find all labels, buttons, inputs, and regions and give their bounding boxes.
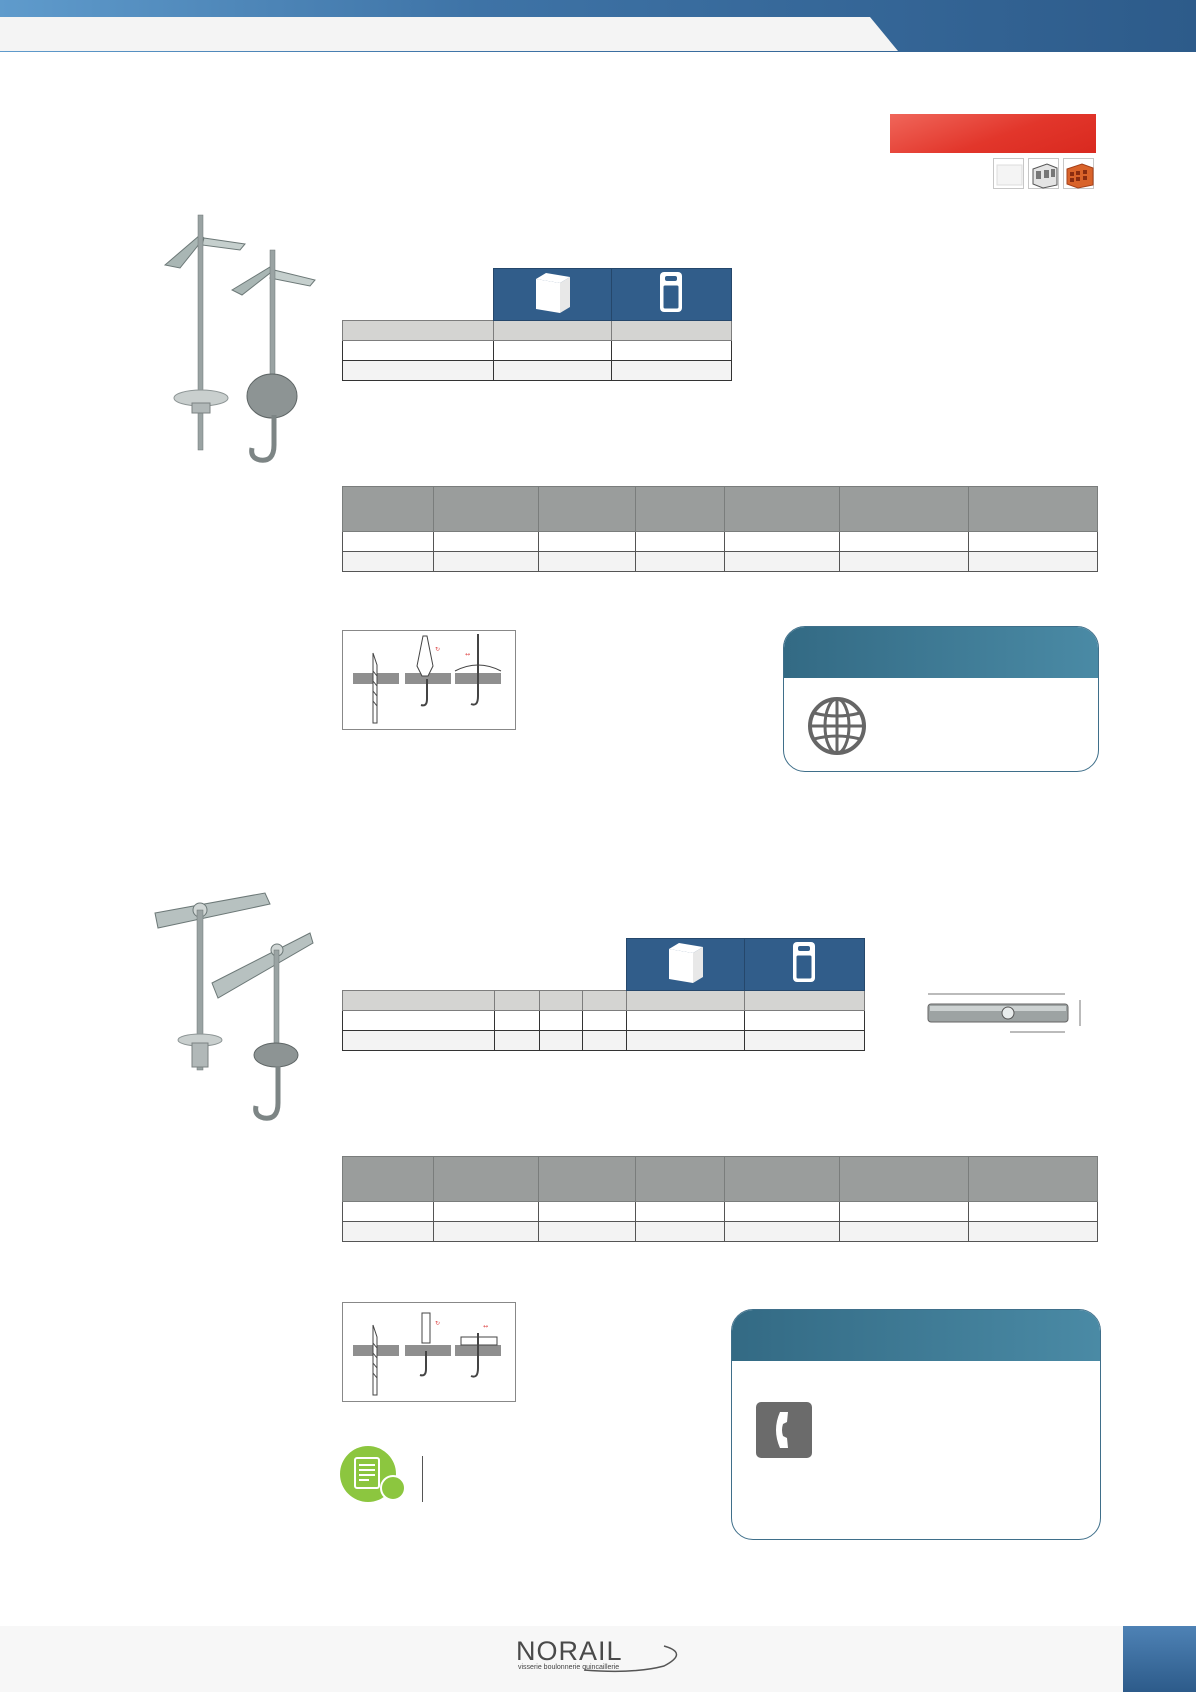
logo-text: NORAIL	[516, 1638, 623, 1666]
phone-icon	[756, 1402, 812, 1463]
footer-page-tab	[1123, 1626, 1196, 1692]
globe-icon	[808, 697, 866, 760]
box-packaging-header	[493, 268, 612, 321]
document-divider	[422, 1456, 423, 1502]
sleeve-technical-drawing	[920, 990, 1090, 1036]
info-box-header	[784, 627, 1098, 678]
box-packaging-header-2	[625, 938, 745, 991]
document-icon[interactable]	[338, 1446, 408, 1506]
installation-diagram-2: ↻ ↔	[342, 1302, 516, 1402]
svg-text:↻: ↻	[435, 646, 440, 653]
info-box-contact	[731, 1309, 1101, 1540]
dimensions-table-2	[342, 1156, 1098, 1242]
dimensions-table-1	[342, 486, 1098, 572]
category-banner	[890, 114, 1096, 153]
svg-text:↔: ↔	[483, 1323, 488, 1330]
blister-packaging-header	[611, 268, 732, 321]
box-icon	[536, 273, 570, 313]
packaging-table-1	[342, 268, 732, 381]
blister-packaging-header-2	[743, 938, 866, 991]
packaging-table-2	[341, 938, 866, 1051]
svg-text:↻: ↻	[435, 1320, 440, 1327]
box-icon	[668, 943, 703, 983]
blister-icon	[660, 272, 682, 312]
gravity-toggle-product-image	[150, 888, 330, 1128]
footer-band	[0, 1626, 1196, 1692]
plasterboard-icon	[993, 158, 1024, 189]
brick-icon	[1063, 158, 1094, 189]
spring-toggle-product-image	[150, 210, 320, 470]
info-box-header	[732, 1310, 1100, 1361]
svg-text:↔: ↔	[465, 651, 470, 658]
footer-tagline: visserie boulonnerie quincaillerie	[518, 1664, 620, 1671]
hollow-block-icon	[1028, 158, 1059, 189]
installation-diagram-1: ↻ ↔	[342, 630, 516, 730]
header-light-strip	[0, 17, 898, 51]
info-box-web	[783, 626, 1099, 772]
blister-icon	[792, 942, 815, 982]
norail-logo: NORAIL	[514, 1636, 714, 1678]
